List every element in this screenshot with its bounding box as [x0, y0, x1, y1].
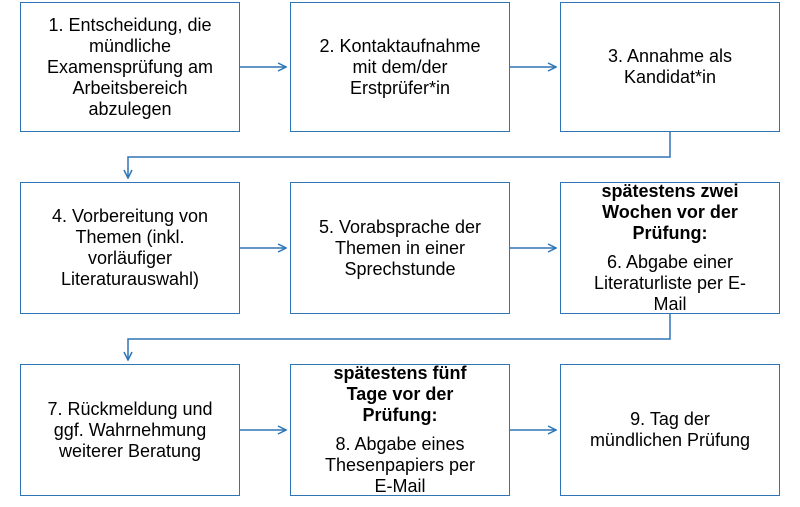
- step-7-text: 7. Rückmeldung und ggf. Wahrnehmung weit…: [47, 398, 213, 461]
- step-6-box: spätestens zwei Wochen vor der Prüfung: …: [560, 181, 780, 314]
- step-8-box: spätestens fünf Tage vor der Prüfung: 8.…: [290, 363, 510, 496]
- step-6-text: 6. Abgabe einer Literaturliste per E- Ma…: [593, 252, 747, 314]
- step-4-box: 4. Vorbereitung von Themen (inkl. vorläu…: [20, 182, 240, 314]
- step-8-deadline: spätestens fünf Tage vor der Prüfung:: [333, 363, 467, 425]
- step-3-text: 3. Annahme als Kandidat*in: [607, 46, 733, 87]
- arrow-6-to-7: [128, 314, 671, 360]
- step-4-text: 4. Vorbereitung von Themen (inkl. vorläu…: [51, 206, 209, 289]
- step-9-box: 9. Tag der mündlichen Prüfung: [560, 364, 780, 496]
- step-8-text: 8. Abgabe eines Thesenpapiers per E-Mail: [324, 434, 476, 496]
- step-2-text: 2. Kontaktaufnahme mit dem/der Erstprüfe…: [319, 35, 481, 98]
- step-1-text: 1. Entscheidung, die mündliche Examenspr…: [46, 14, 214, 119]
- step-5-text: 5. Vorabsprache der Themen in einer Spre…: [318, 216, 482, 279]
- step-2-box: 2. Kontaktaufnahme mit dem/der Erstprüfe…: [290, 2, 510, 132]
- arrow-3-to-4: [128, 132, 671, 178]
- step-9-text: 9. Tag der mündlichen Prüfung: [589, 409, 751, 450]
- step-6-deadline: spätestens zwei Wochen vor der Prüfung:: [601, 181, 739, 243]
- step-7-box: 7. Rückmeldung und ggf. Wahrnehmung weit…: [20, 364, 240, 496]
- step-5-box: 5. Vorabsprache der Themen in einer Spre…: [290, 182, 510, 314]
- step-1-box: 1. Entscheidung, die mündliche Examenspr…: [20, 2, 240, 132]
- step-3-box: 3. Annahme als Kandidat*in: [560, 2, 780, 132]
